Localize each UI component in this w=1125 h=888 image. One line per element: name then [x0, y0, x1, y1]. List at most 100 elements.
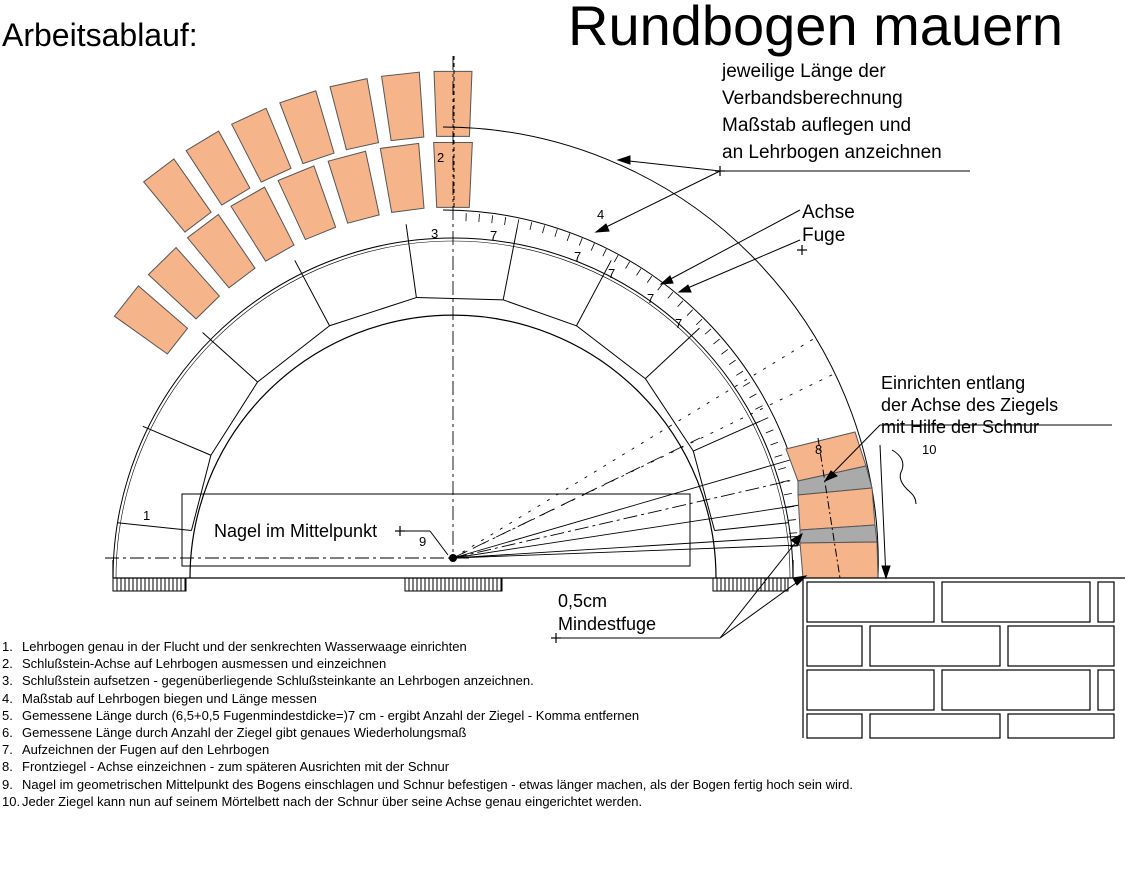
step-item: 7. Aufzeichnen der Fugen auf den Lehrboge… [2, 741, 853, 758]
step-text: Aufzeichnen der Fugen auf den Lehrbogen [22, 742, 270, 758]
joint-tick [728, 359, 736, 366]
joint-tick [765, 429, 774, 434]
arch-brick [433, 70, 473, 137]
arch-brick [142, 158, 212, 233]
callout-axis-line: Achse [802, 202, 855, 223]
joint-tick [686, 309, 693, 316]
callout-min-joint: 0,5cm Mindestfuge [558, 590, 656, 636]
callout-align-line: Einrichten entlang [881, 373, 1026, 393]
arch-brick [186, 213, 256, 289]
formwork-chord [210, 381, 258, 456]
joint-tick [590, 243, 595, 251]
step-item: 6.Gemessene Länge durch Anzahl der Ziege… [2, 724, 853, 741]
joint-tick [774, 454, 783, 458]
joint-tick [504, 217, 507, 226]
arch-brick [185, 130, 251, 206]
arch-brick [379, 142, 425, 213]
wall-brick [1007, 713, 1115, 739]
arch-brick [329, 78, 380, 151]
step-text: Frontziegel - Achse einzeichnen - zum sp… [22, 759, 450, 775]
joint-tick [667, 291, 674, 299]
joint-tick [789, 532, 798, 534]
formwork-joint [502, 227, 518, 300]
callout-measure-line: Verbandsberechnung [722, 88, 903, 109]
arch-brick [230, 186, 295, 262]
joint-tick [646, 275, 653, 283]
step-number: 7. [2, 742, 13, 758]
joint-tick [478, 213, 480, 223]
formwork-joint [693, 420, 762, 452]
marker-7: 7 [675, 316, 683, 331]
formwork-joint [645, 327, 700, 380]
wall-brick [806, 581, 935, 623]
step-number: 6. [2, 725, 13, 741]
step-item: 1.Lehrbogen genau in der Flucht und der … [2, 638, 853, 655]
joint-tick [721, 349, 729, 355]
joint-tick [749, 393, 757, 399]
string-lines [105, 56, 839, 567]
step-item: 8.Frontziegel - Achse einzeichnen - zum … [2, 758, 853, 775]
marker-7: 7 [647, 291, 655, 306]
wall-brick [1097, 581, 1115, 623]
joint-tick [542, 225, 546, 234]
wall-brick [806, 625, 863, 667]
front-bricks [785, 431, 879, 579]
joint-tick [529, 222, 533, 230]
formwork-chord [576, 325, 646, 380]
joint-tick [677, 300, 684, 308]
formwork-chord [416, 297, 504, 301]
callout-measure-line: jeweilige Länge der [722, 61, 886, 82]
step-number: 3. [2, 673, 13, 689]
plus-markers [395, 166, 807, 643]
formwork-segments [117, 224, 789, 532]
brick-wall [802, 577, 1125, 739]
arch-brick [147, 246, 221, 320]
support-block [712, 577, 789, 592]
marker-10: 10 [922, 442, 937, 457]
callout-axis-joint: Achse Fuge [802, 201, 855, 247]
formwork-joint [405, 224, 417, 298]
joint-tick [755, 405, 763, 410]
step-number: 9. [2, 776, 13, 792]
arch-brick [230, 107, 292, 183]
formwork-joint [576, 260, 612, 327]
formwork-chord [644, 378, 694, 452]
joint-tick [554, 229, 558, 237]
callout-min-joint-label: Mindestfuge [558, 614, 657, 634]
wall-brick [869, 713, 1001, 739]
marker-7: 7 [490, 228, 498, 243]
wall-brick [1097, 669, 1115, 711]
joint-tick [736, 370, 744, 376]
arch-brick [277, 165, 337, 241]
joint-tick [566, 233, 571, 242]
step-number: 4. [2, 690, 13, 706]
formwork-chord [503, 299, 577, 327]
page-title: Rundbogen mauern [568, 0, 1064, 57]
formwork-joint [117, 522, 192, 532]
marker-4: 4 [597, 207, 605, 222]
step-item: 9.Nagel im geometrischen Mittelpunkt des… [2, 776, 853, 793]
arch-brick [327, 150, 380, 224]
step-item: 3.Schlußstein aufsetzen - gegenüberliege… [2, 672, 853, 689]
callout-joint-line: Fuge [802, 225, 846, 246]
marker-8: 8 [815, 442, 823, 457]
formwork-joint [294, 260, 330, 327]
step-number: 2. [2, 656, 13, 672]
marker-7: 7 [574, 249, 582, 264]
step-text: Lehrbogen genau in der Flucht und der se… [22, 639, 467, 654]
step-item: 4.Maßstab auf Lehrbogen biegen und Länge… [2, 690, 853, 707]
joint-tick [742, 382, 751, 387]
joint-tick [704, 328, 712, 335]
step-number: 10. [2, 793, 21, 809]
formwork-chord [257, 325, 330, 383]
joint-tick [602, 248, 607, 257]
joint-tick [625, 261, 630, 269]
step-item: 5.Gemessene Länge durch (6,5+0,5 Fugenmi… [2, 707, 853, 724]
joint-tick [713, 338, 720, 345]
marker-3: 3 [431, 226, 439, 241]
wall-brick [941, 669, 1091, 711]
joint-tick [786, 506, 795, 509]
steps-list: 1.Lehrbogen genau in der Flucht und der … [2, 638, 853, 810]
